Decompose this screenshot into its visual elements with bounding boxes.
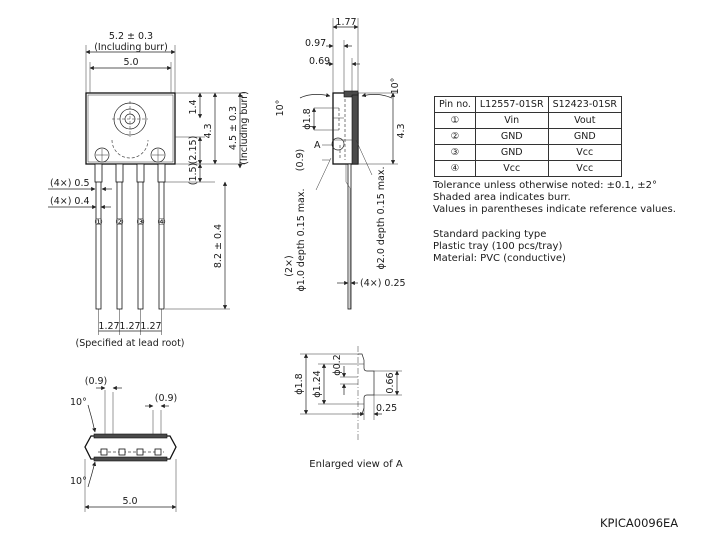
angle-bottom-bottom: 10° — [70, 476, 87, 487]
pin-label-2: ② — [115, 217, 124, 228]
bottom-burr-bottom — [93, 456, 168, 462]
table-row: ① Vin Vout — [434, 112, 622, 129]
dim-front-1-4: 1.4 — [188, 99, 199, 114]
cell-l12557: Vin — [474, 112, 549, 129]
dim-pitch-2: 1.27 — [119, 321, 140, 332]
callout-a-circle — [331, 137, 345, 151]
lead-1 — [95, 163, 102, 310]
pitch-note: (Specified at lead root) — [75, 338, 184, 349]
cell-s12423: Vcc — [547, 160, 622, 177]
dim-side-0-9: (0.9) — [295, 149, 306, 172]
cell-pin: ① — [434, 112, 476, 129]
dim-lead-width-0-5: (4×) 0.5 — [50, 178, 90, 189]
burr-top — [343, 90, 359, 98]
cell-s12423: GND — [547, 128, 622, 145]
burr-side — [351, 94, 359, 165]
cell-pin: ④ — [434, 160, 476, 177]
packing-notes: Standard packing type Plastic tray (100 … — [433, 229, 566, 265]
bottom-view: (0.9) (0.9) 10° 10° 5.0 — [70, 376, 177, 512]
cell-pin: ② — [434, 128, 476, 145]
enlarged-view-a: ϕ1.8 ϕ1.24 ϕ0.2 0.66 0.25 Enlarged view … — [294, 346, 403, 470]
note-packing-tray: Plastic tray (100 pcs/tray) — [433, 241, 563, 252]
cell-s12423: Vcc — [547, 144, 622, 161]
cell-s12423: Vout — [547, 112, 622, 129]
lead-3 — [137, 163, 144, 310]
enlarged-profile — [358, 353, 375, 415]
pin-label-3: ③ — [136, 217, 145, 228]
tolerance-notes: Tolerance unless otherwise noted: ±0.1, … — [433, 180, 676, 216]
dim-front-width: 5.0 — [123, 57, 138, 68]
pin-table-header: Pin no. L12557-01SR S12423-01SR — [434, 96, 622, 113]
angle-left: 10° — [275, 100, 286, 117]
header-s12423: S12423-01SR — [547, 96, 622, 113]
dim-enlarged-0-66: 0.66 — [385, 372, 396, 393]
dim-bottom-0-9-left: (0.9) — [85, 376, 108, 387]
cell-pin: ③ — [434, 144, 476, 161]
enlarged-caption: Enlarged view of A — [309, 459, 403, 470]
note-packing-material: Material: PVC (conductive) — [433, 253, 566, 264]
cell-l12557: GND — [474, 144, 549, 161]
document-id: KPICA0096EA — [600, 516, 679, 530]
dim-bottom-0-9-right: (0.9) — [155, 393, 178, 404]
table-row: ② GND GND — [434, 128, 622, 145]
front-leads — [94, 163, 166, 310]
hole-note-count: (2×) — [284, 255, 295, 276]
dim-front-2-15: (2.15) — [188, 136, 199, 165]
dim-enlarged-phi-0-2: ϕ0.2 — [332, 354, 343, 375]
dim-front-4-5: 4.5 ± 0.3 — [228, 106, 239, 150]
dim-enlarged-0-25: 0.25 — [376, 403, 397, 414]
pin-label-4: ④ — [157, 217, 166, 228]
dim-front-4-3: 4.3 — [203, 123, 214, 138]
lead-4 — [158, 163, 165, 310]
lead-2 — [116, 163, 123, 310]
dim-lead-width-0-4: (4×) 0.4 — [50, 196, 90, 207]
dim-front-1-5: (1.5) — [188, 163, 199, 186]
dim-lead-length: 8.2 ± 0.4 — [213, 224, 224, 268]
note-shaded: Shaded area indicates burr. — [433, 192, 571, 203]
dim-width-with-burr: 5.2 ± 0.3 — [109, 31, 153, 42]
pin-label-1: ① — [94, 217, 103, 228]
dim-side-phi-1-8: ϕ1.8 — [302, 108, 313, 129]
header-pin-no: Pin no. — [434, 96, 476, 113]
note-parens: Values in parentheses indicate reference… — [433, 204, 676, 215]
cell-l12557: Vcc — [474, 160, 549, 177]
side-view: 1.77 0.97 0.69 10° 10° ϕ1.8 4.3 A (0.9) … — [275, 17, 407, 310]
dim-lead-thickness: (4×) 0.25 — [360, 278, 406, 289]
pin-table: Pin no. L12557-01SR S12423-01SR ① Vin Vo… — [434, 96, 622, 177]
dim-width-with-burr-note: (Including burr) — [94, 42, 168, 53]
front-package-body — [85, 92, 176, 165]
side-lead — [347, 163, 352, 310]
dim-side-1-77: 1.77 — [335, 17, 356, 28]
mount-hole-left — [94, 147, 110, 163]
dim-pitch-3: 1.27 — [140, 321, 161, 332]
angle-bottom-top: 10° — [70, 397, 87, 408]
dim-enlarged-phi-1-8: ϕ1.8 — [294, 373, 305, 394]
note-packing-title: Standard packing type — [433, 229, 547, 240]
dim-side-4-3: 4.3 — [396, 123, 407, 138]
hole-note-phi-2-0: ϕ2.0 depth 0.15 max. — [376, 167, 387, 270]
cell-l12557: GND — [474, 128, 549, 145]
callout-a-label: A — [314, 140, 321, 151]
dim-bottom-width: 5.0 — [122, 496, 137, 507]
hole-note-phi-1-0: ϕ1.0 depth 0.15 max. — [296, 189, 307, 292]
dim-side-0-97: 0.97 — [305, 38, 326, 49]
table-row: ③ GND Vcc — [434, 144, 622, 161]
dim-side-0-69: 0.69 — [309, 56, 330, 67]
front-view: ① ② ③ ④ 5.2 ± 0.3 (Including burr) 5.0 1… — [48, 31, 250, 349]
bottom-burr-top — [93, 433, 168, 439]
header-l12557: L12557-01SR — [474, 96, 549, 113]
dim-pitch-1: 1.27 — [98, 321, 119, 332]
dim-front-4-5-note: (Including burr) — [239, 91, 250, 165]
table-row: ④ Vcc Vcc — [434, 160, 622, 177]
note-tolerance: Tolerance unless otherwise noted: ±0.1, … — [433, 180, 658, 191]
dim-enlarged-phi-1-24: ϕ1.24 — [312, 370, 323, 397]
bottom-package-body — [84, 435, 177, 460]
mount-hole-right — [150, 147, 166, 163]
angle-right: 10° — [390, 78, 401, 95]
